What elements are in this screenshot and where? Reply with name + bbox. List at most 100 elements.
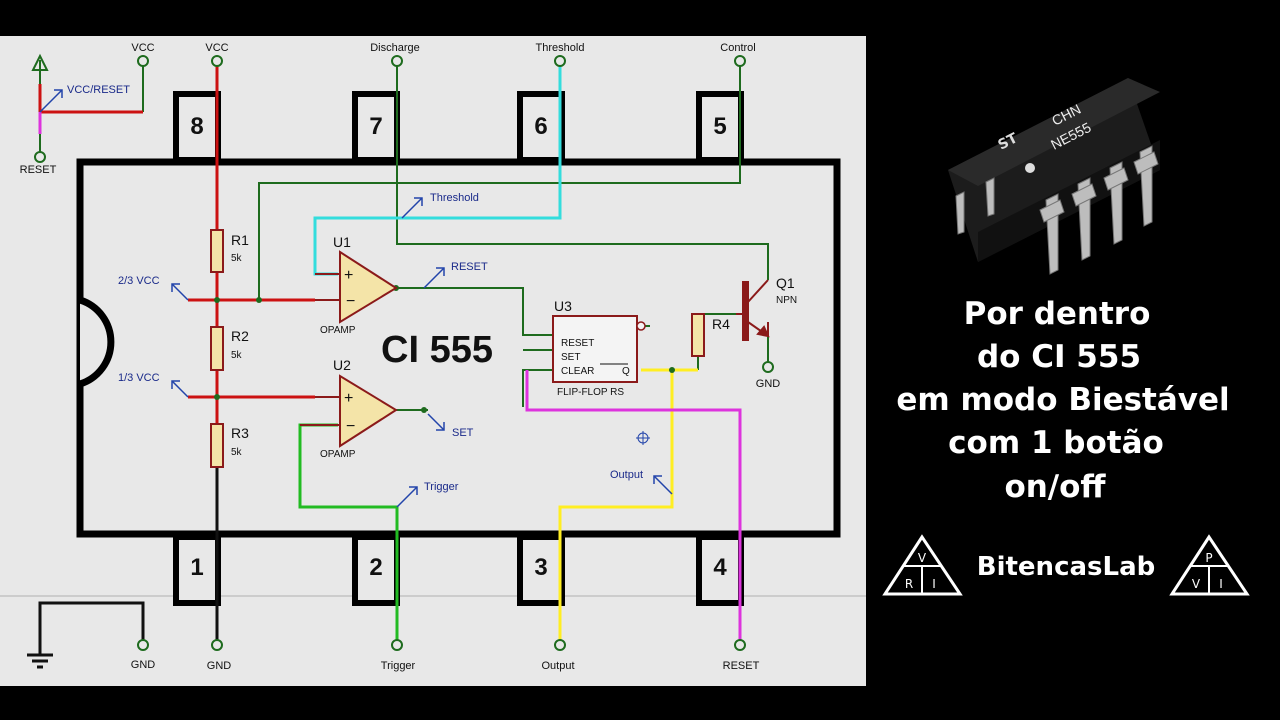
reset-probe-arrow bbox=[39, 89, 63, 113]
probe-output: Output bbox=[610, 469, 643, 481]
u1-type: OPAMP bbox=[320, 325, 356, 336]
pin-5-label: 5 bbox=[713, 113, 726, 140]
u2-type: OPAMP bbox=[320, 449, 356, 460]
pin-8: 8 bbox=[173, 91, 221, 163]
reset-switch-terminal: RESET bbox=[20, 164, 57, 176]
probe-threshold-arrow bbox=[401, 197, 423, 219]
pin-2: 2 bbox=[352, 534, 400, 606]
pin-4: 4 bbox=[696, 534, 744, 606]
resistor-r2[interactable] bbox=[210, 326, 224, 371]
chip-name: CI 555 bbox=[381, 329, 493, 371]
r2-name: R2 bbox=[231, 328, 249, 344]
terminal-threshold: Threshold bbox=[536, 42, 585, 54]
r3-name: R3 bbox=[231, 425, 249, 441]
pin-6: 6 bbox=[517, 91, 565, 163]
pin-8-label: 8 bbox=[190, 113, 203, 140]
pin-5: 5 bbox=[696, 91, 744, 163]
brand-right-triangle bbox=[1169, 534, 1250, 596]
terminal-vcc-2: VCC bbox=[205, 42, 228, 54]
title-line-3: em modo Biestável bbox=[896, 382, 1229, 418]
probe-two-thirds-arrow bbox=[171, 283, 189, 301]
title-line-4: com 1 botão bbox=[948, 425, 1164, 461]
wire-gnd bbox=[27, 467, 219, 669]
u3-input-set: SET bbox=[561, 352, 580, 363]
crosshair-icon bbox=[636, 431, 650, 445]
brand-right-i: I bbox=[1219, 577, 1223, 591]
svg-text:+: + bbox=[344, 390, 353, 407]
resistor-r4[interactable] bbox=[691, 313, 705, 357]
probe-threshold: Threshold bbox=[430, 192, 479, 204]
u3-input-clear: CLEAR bbox=[561, 366, 594, 377]
probe-reset-arrow bbox=[423, 267, 445, 289]
title-line-1: Por dentro bbox=[964, 296, 1151, 332]
terminal-discharge: Discharge bbox=[370, 42, 420, 54]
probe-two-thirds: 2/3 VCC bbox=[118, 275, 160, 287]
r4-name: R4 bbox=[712, 316, 730, 332]
u3-type: FLIP-FLOP RS bbox=[557, 387, 624, 398]
r3-value: 5k bbox=[231, 447, 243, 458]
brand-name: BitencasLab bbox=[977, 552, 1155, 582]
terminal-control: Control bbox=[720, 42, 755, 54]
wire-reset bbox=[525, 370, 742, 640]
brand-right-p: P bbox=[1205, 551, 1212, 565]
q1-gnd-label: GND bbox=[756, 378, 781, 390]
u3-output-q: Q bbox=[622, 366, 630, 377]
pin-4-label: 4 bbox=[713, 554, 727, 581]
terminal-reset: RESET bbox=[723, 660, 760, 672]
svg-text:−: − bbox=[346, 293, 355, 310]
flipflop-u3[interactable] bbox=[552, 315, 646, 383]
terminal-vcc-1: VCC bbox=[131, 42, 154, 54]
q1-gnd-terminal bbox=[762, 361, 774, 373]
u2-name: U2 bbox=[333, 357, 351, 373]
terminal-output: Output bbox=[541, 660, 574, 672]
pin-3: 3 bbox=[517, 534, 565, 606]
svg-text:−: − bbox=[346, 418, 355, 435]
q1-name: Q1 bbox=[776, 275, 795, 291]
probe-set-arrow bbox=[427, 413, 445, 431]
pin-7-label: 7 bbox=[369, 113, 382, 140]
title-line-5: on/off bbox=[1004, 469, 1106, 505]
title-line-2: do CI 555 bbox=[977, 339, 1141, 375]
probe-set: SET bbox=[452, 427, 474, 439]
probe-one-third-arrow bbox=[171, 380, 189, 398]
chip-notch bbox=[78, 296, 115, 388]
brand-right-v: V bbox=[1192, 577, 1201, 591]
r1-value: 5k bbox=[231, 253, 243, 264]
terminal-gnd-2: GND bbox=[207, 660, 232, 672]
pin-7: 7 bbox=[352, 91, 400, 163]
r1-name: R1 bbox=[231, 232, 249, 248]
terminal-gnd-1: GND bbox=[131, 659, 156, 671]
u3-name: U3 bbox=[554, 298, 572, 314]
q1-type: NPN bbox=[776, 295, 797, 306]
pin-6-label: 6 bbox=[534, 113, 547, 140]
probe-output-arrow bbox=[653, 475, 673, 495]
pin-3-label: 3 bbox=[534, 554, 547, 581]
wire-output bbox=[558, 368, 698, 640]
r2-value: 5k bbox=[231, 350, 243, 361]
top-terminals bbox=[137, 55, 746, 112]
pin-1-label: 1 bbox=[190, 554, 203, 581]
resistor-r3[interactable] bbox=[210, 423, 224, 468]
wire-control-discharge bbox=[258, 66, 769, 411]
brand-left-i: I bbox=[932, 577, 936, 591]
probe-trigger-arrow bbox=[396, 486, 418, 508]
pin-1: 1 bbox=[173, 534, 221, 606]
u3-input-reset: RESET bbox=[561, 338, 594, 349]
reset-switch[interactable] bbox=[31, 53, 143, 163]
probe-trigger: Trigger bbox=[424, 481, 459, 493]
opamp-u2[interactable]: + − bbox=[300, 374, 398, 448]
brand-left-v: V bbox=[918, 551, 927, 565]
brand-left-r: R bbox=[905, 577, 913, 591]
opamp-u1[interactable]: + − bbox=[315, 250, 398, 324]
probe-reset: RESET bbox=[451, 261, 488, 273]
u1-name: U1 bbox=[333, 234, 351, 250]
terminal-trigger: Trigger bbox=[381, 660, 416, 672]
transistor-q1[interactable] bbox=[736, 279, 770, 341]
pin-2-label: 2 bbox=[369, 554, 382, 581]
reset-switch-label: VCC/RESET bbox=[67, 84, 130, 96]
svg-text:+: + bbox=[344, 267, 353, 284]
probe-one-third: 1/3 VCC bbox=[118, 372, 160, 384]
resistor-r1[interactable] bbox=[210, 229, 224, 273]
